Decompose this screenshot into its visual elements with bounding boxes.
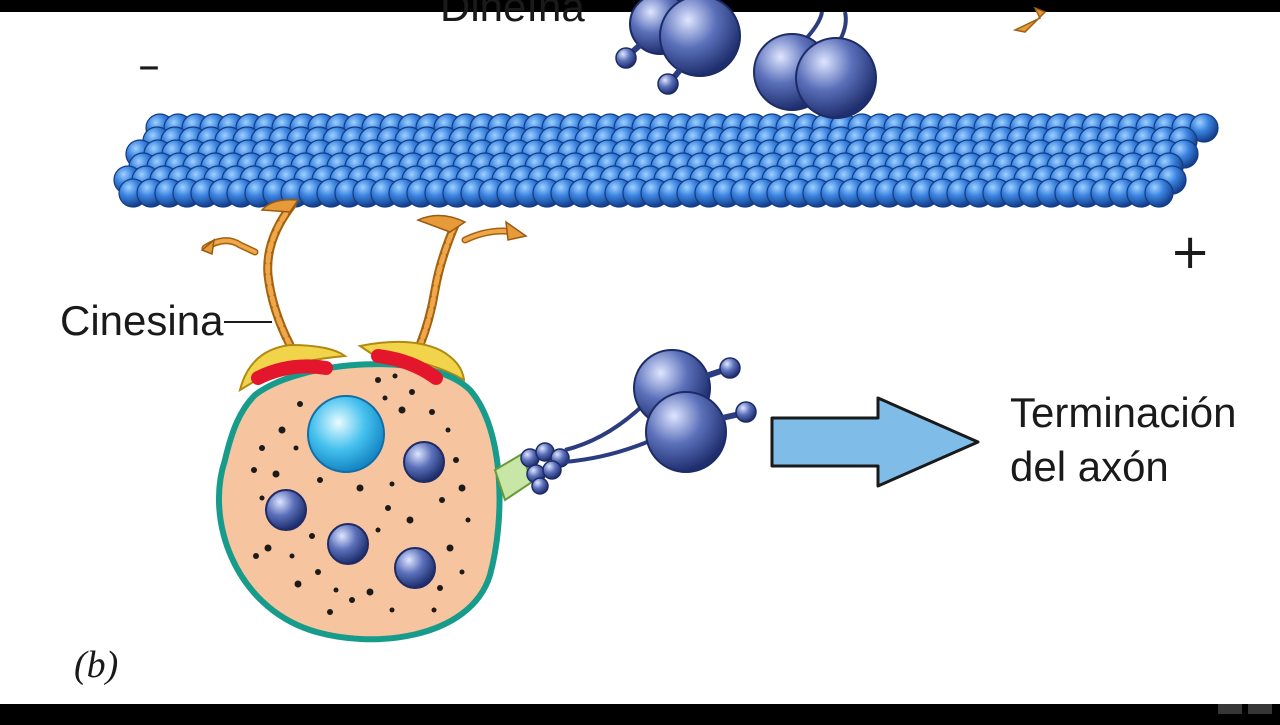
- minus-end-label: –: [138, 40, 160, 91]
- minimize-icon[interactable]: [1218, 704, 1242, 714]
- direction-arrow-icon: [770, 396, 980, 488]
- binding-site-right: [371, 349, 443, 385]
- fullscreen-icon[interactable]: [1248, 704, 1272, 714]
- panel-label: (b): [74, 644, 119, 686]
- microtubule: [113, 113, 1219, 208]
- vesicle: [215, 349, 503, 643]
- tubulin-subunit: [1144, 178, 1174, 208]
- large-organelle: [307, 395, 385, 473]
- dynein-motor-cargo: [493, 349, 757, 502]
- destination-label-line2: del axón: [1010, 443, 1169, 490]
- kinesin-label: Cinesina: [60, 297, 224, 344]
- plus-end-label: +: [1170, 224, 1211, 280]
- tubulin-subunit: [1189, 113, 1219, 143]
- dynein-label-partial: Dineína: [440, 0, 585, 30]
- dynein-tail-knot: [520, 442, 570, 495]
- binding-site-left: [251, 359, 333, 385]
- dynein-motor-top: [615, 0, 1047, 119]
- kinesin-motor-left: [200, 198, 348, 393]
- destination-label-line1: Terminación: [1010, 389, 1237, 436]
- vesicle-particles: [251, 373, 471, 615]
